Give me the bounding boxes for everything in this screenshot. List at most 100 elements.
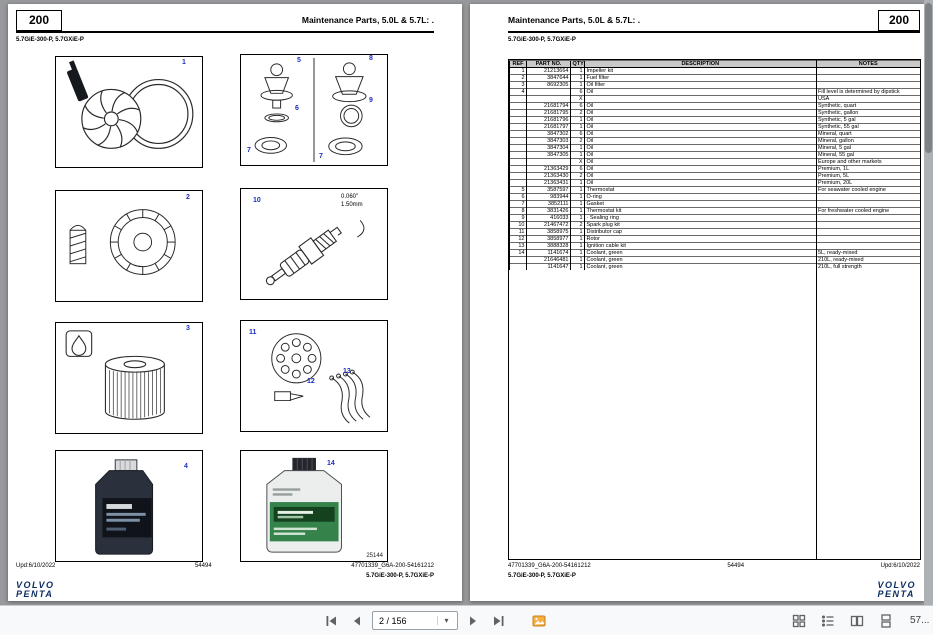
continuous-scroll-button[interactable] [875,610,897,632]
parts-table-cell: 1 [570,228,585,236]
parts-table-header-cell: NOTES [815,60,920,68]
parts-table-cell: 13 [509,242,527,250]
parts-table-cell: Oil [584,144,816,152]
previous-page-button[interactable] [346,610,368,632]
callout-number: 1 [182,59,186,66]
thumbnail-view-button[interactable] [788,610,810,632]
next-page-button[interactable] [462,610,484,632]
parts-table-cell: 3858977 [526,235,571,243]
parts-table-cell: 1 [570,74,585,82]
parts-table-cell: 1 [570,235,585,243]
volvo-penta-logo: VOLVO PENTA [877,581,916,599]
parts-table-cell [509,158,527,166]
thermostats-drawing [254,57,367,163]
parts-table-cell [815,221,920,229]
parts-table-cell: X [570,158,585,166]
parts-table-cell: 3831426 [526,207,571,215]
footer-model-code: 5.7GiE-300-P, 5.7GXiE-P [508,573,576,579]
parts-table-cell [509,179,527,187]
parts-table-cell: 9 [509,214,527,222]
parts-table-cell: 3 [509,81,527,89]
parts-table-cell: Premium, 5L [815,172,920,180]
parts-table-cell: Coolant, green [584,256,816,264]
parts-table-cell: Premium, 20L [815,179,920,187]
figure-spark-plug: 10 0.060" 1.50mm [240,188,388,300]
parts-table-cell: 1 [570,179,585,187]
zoom-level-label[interactable]: 57... [910,615,930,626]
parts-table-cell: X [570,95,585,103]
footer-updated: Upd:6/10/2022 [16,563,56,569]
parts-table-cell [815,81,920,89]
parts-table-cell: Thermostat [584,186,816,194]
page-dropdown-caret-icon[interactable]: ▾ [437,616,455,625]
footer-model-code: 5.7GiE-300-P, 5.7GXiE-P [366,573,434,579]
page-number-box: 200 [878,9,920,31]
left-page-header: 200 Maintenance Parts, 5.0L & 5.7L: . [16,9,434,33]
callout-number: 13 [343,368,351,375]
snapshot-tool-button[interactable] [528,610,550,632]
callout-number: 7 [319,153,323,160]
logo-line-volvo: VOLVO [877,580,916,590]
parts-table-cell [815,228,920,236]
parts-table-cell [509,151,527,159]
parts-table-cell: 2 [570,172,585,180]
callout-number: 2 [186,194,190,201]
parts-table-cell [815,242,920,250]
parts-table-cell: Gasket [584,200,816,208]
parts-table-cell: 5 [509,186,527,194]
parts-table-cell: 1 [570,81,585,89]
parts-table-header-cell: QTY [570,60,585,68]
parts-table-cell: 1 [570,193,585,201]
parts-table-cell: 3847304 [526,144,571,152]
parts-table-cell: USA [815,95,920,103]
parts-table-cell [509,102,527,110]
parts-table-cell: 2 [570,221,585,229]
footer-doc-number: 54494 [194,563,212,569]
first-page-icon [326,615,336,626]
callout-number: 11 [249,329,257,336]
callout-number: 9 [369,97,373,104]
page-number-input-group: ▾ [372,611,458,630]
parts-table-cell: 983944 [526,193,571,201]
vertical-scrollbar[interactable] [924,0,933,605]
page-number-input[interactable] [373,615,437,626]
parts-table-cell: Oil [584,179,816,187]
parts-table-header-cell: DESCRIPTION [584,60,816,68]
parts-table-header-cell: REF [509,60,527,68]
parts-table-cell: Europe and other markets [815,158,920,166]
callout-number: 5 [297,57,301,64]
parts-table-cell: 21681794 [526,102,571,110]
footer-ref-code: 47701339_G6A-200-54161212 [351,563,434,569]
callout-number: 14 [327,460,335,467]
parts-table-cell: Coolant, green [584,249,816,257]
spark-gap-inches: 0.060" [341,194,359,200]
list-view-button[interactable] [817,610,839,632]
left-page-footer: Upd:6/10/2022 54494 47701339_G6A-200-541… [16,563,434,569]
parts-table-cell: 1 [570,186,585,194]
parts-table-cell [815,214,920,222]
parts-table-cell: 2 [570,137,585,145]
previous-page-icon [354,616,360,625]
parts-table-cell [526,88,571,96]
notes-column-divider [816,60,817,559]
two-page-view-button[interactable] [846,610,868,632]
parts-table-cell [509,263,527,270]
parts-table-cell: Ignition cable kit [584,242,816,250]
parts-table-cell: 3888328 [526,242,571,250]
parts-table-cell: 21646481 [526,256,571,264]
first-page-button[interactable] [320,610,342,632]
scrollbar-thumb[interactable] [925,3,932,153]
last-page-button[interactable] [488,610,510,632]
